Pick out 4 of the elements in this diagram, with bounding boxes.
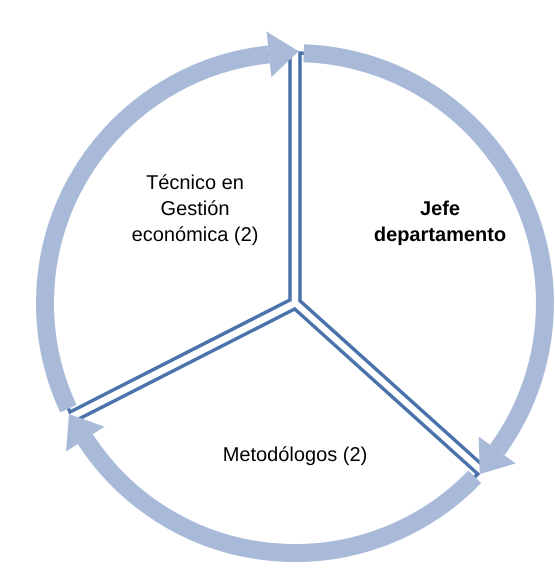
- curved-arrow: [66, 415, 481, 562]
- segment-label: Jefe departamento: [372, 197, 508, 248]
- segment-label: Técnico en Gestión económica (2): [130, 171, 260, 248]
- segment-label: Metodólogos (2): [222, 443, 368, 468]
